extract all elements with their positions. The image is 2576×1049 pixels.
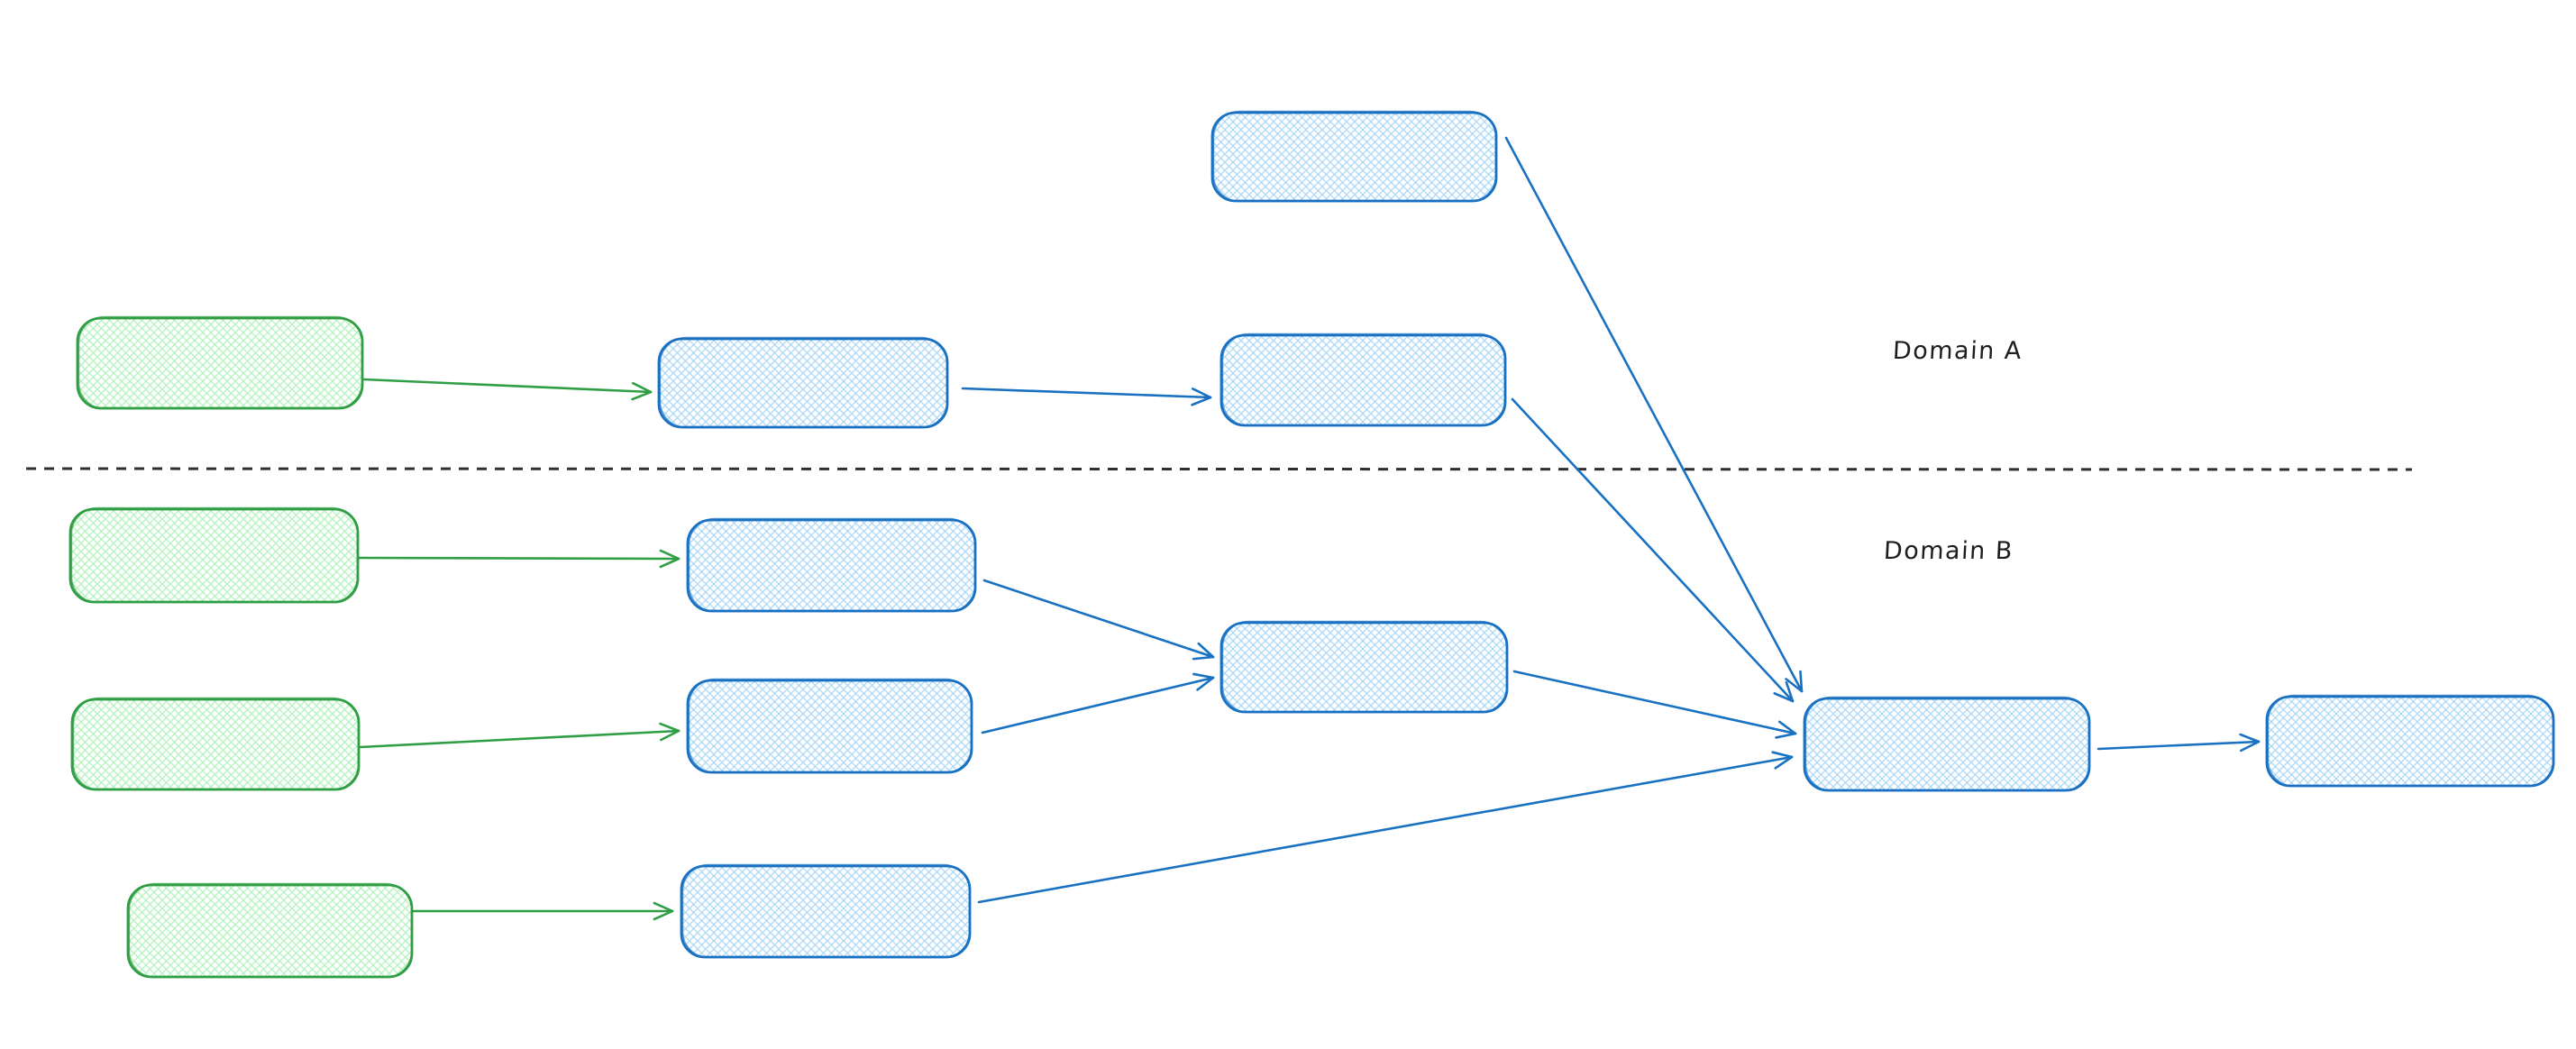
node-blue-top[interactable] <box>1210 110 1498 203</box>
node-green-b1[interactable] <box>69 506 360 604</box>
arrow-blue-top-to-conv[interactable] <box>1504 136 1804 693</box>
node-green-b2[interactable] <box>70 697 361 791</box>
node-blue-mid[interactable] <box>1219 620 1509 714</box>
arrow-green-b1-to-blue-b1[interactable] <box>358 549 681 569</box>
arrow-blue-conv-to-final[interactable] <box>2096 733 2261 753</box>
node-blue-a2[interactable] <box>1219 333 1507 427</box>
arrow-blue-mid-to-conv[interactable] <box>1512 670 1797 739</box>
domain-divider-dashed-line[interactable] <box>25 467 2413 471</box>
arrow-blue-b2-to-mid[interactable] <box>981 672 1215 734</box>
node-blue-b1[interactable] <box>686 517 977 613</box>
arrow-blue-a1-to-blue-a2[interactable] <box>961 387 1212 406</box>
node-blue-a1[interactable] <box>657 336 949 429</box>
node-green-b3[interactable] <box>126 882 414 979</box>
arrow-green-b2-to-blue-b2[interactable] <box>359 722 681 749</box>
node-blue-b3[interactable] <box>680 863 972 959</box>
node-blue-final[interactable] <box>2265 694 2555 788</box>
arrow-green-b3-to-blue-b3[interactable] <box>412 901 674 921</box>
node-blue-conv[interactable] <box>1803 696 2091 792</box>
node-blue-b2[interactable] <box>686 678 973 774</box>
arrow-blue-a2-to-conv[interactable] <box>1511 397 1795 703</box>
domain-b-label[interactable]: Domain B <box>1883 537 2014 565</box>
domain-a-label[interactable]: Domain A <box>1892 337 2023 365</box>
arrow-blue-b1-to-mid[interactable] <box>982 579 1215 661</box>
arrow-blue-b3-to-conv[interactable] <box>977 751 1794 904</box>
arrow-green-a-to-blue-a1[interactable] <box>362 378 653 401</box>
node-green-a[interactable] <box>76 315 364 410</box>
